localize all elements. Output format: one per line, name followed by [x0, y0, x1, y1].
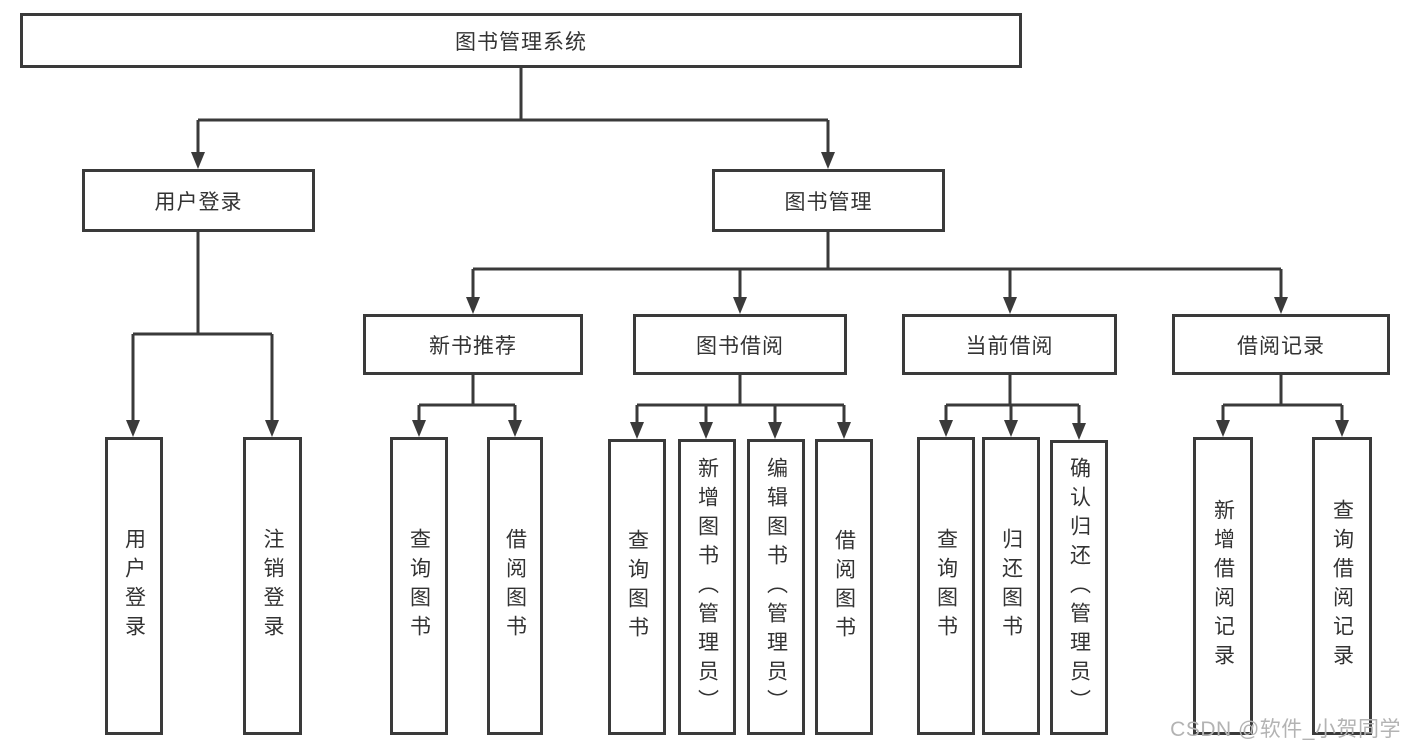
node-bb-borrow-book: 借阅图书	[815, 439, 873, 735]
node-nb-query-book: 查询图书	[390, 437, 448, 735]
node-current-borrowing: 当前借阅	[902, 314, 1117, 375]
node-book-management-label: 图书管理	[784, 190, 873, 214]
node-user-login-label: 用户登录	[122, 528, 146, 644]
node-bb-query-book: 查询图书	[608, 439, 666, 735]
node-current-borrowing-label: 当前借阅	[965, 334, 1054, 358]
node-nb-borrow-book-label: 借阅图书	[503, 528, 527, 644]
node-br-add-record: 新增借阅记录	[1193, 437, 1253, 735]
node-book-borrowing: 图书借阅	[633, 314, 847, 375]
node-cb-return-book-label: 归还图书	[999, 528, 1023, 644]
node-bb-edit-book-admin-label: 编辑图书（管理员）	[764, 456, 788, 718]
node-cb-confirm-return-admin: 确认归还（管理员）	[1050, 440, 1108, 735]
node-logout-label: 注销登录	[261, 528, 284, 644]
node-bb-add-book-admin: 新增图书（管理员）	[678, 439, 736, 735]
node-bb-query-book-label: 查询图书	[625, 529, 649, 645]
connector-strokes	[131, 68, 1344, 425]
node-user-login-group-label: 用户登录	[154, 190, 243, 214]
node-nb-query-book-label: 查询图书	[407, 528, 431, 644]
node-library-system-label: 图书管理系统	[455, 30, 587, 54]
node-book-management: 图书管理	[712, 169, 945, 232]
node-book-borrowing-label: 图书借阅	[696, 334, 784, 358]
connector-arrowheads	[126, 152, 1349, 440]
node-new-book-recommend-label: 新书推荐	[429, 334, 517, 358]
node-borrowing-records: 借阅记录	[1172, 314, 1390, 375]
node-bb-borrow-book-label: 借阅图书	[832, 529, 856, 645]
node-nb-borrow-book: 借阅图书	[487, 437, 543, 735]
node-user-login: 用户登录	[105, 437, 163, 735]
csdn-watermark: CSDN @软件_小贺同学	[1170, 718, 1401, 741]
node-br-query-record-label: 查询借阅记录	[1330, 499, 1354, 673]
node-cb-query-book-label: 查询图书	[934, 528, 958, 644]
node-bb-edit-book-admin: 编辑图书（管理员）	[747, 439, 805, 735]
node-new-book-recommend: 新书推荐	[363, 314, 583, 375]
node-logout: 注销登录	[243, 437, 302, 735]
node-borrowing-records-label: 借阅记录	[1237, 334, 1325, 358]
node-br-query-record: 查询借阅记录	[1312, 437, 1372, 735]
node-br-add-record-label: 新增借阅记录	[1211, 499, 1235, 673]
node-cb-confirm-return-admin-label: 确认归还（管理员）	[1067, 457, 1091, 718]
node-library-system: 图书管理系统	[20, 13, 1022, 68]
node-bb-add-book-admin-label: 新增图书（管理员）	[695, 456, 719, 718]
node-cb-return-book: 归还图书	[982, 437, 1040, 735]
node-user-login-group: 用户登录	[82, 169, 315, 232]
node-cb-query-book: 查询图书	[917, 437, 975, 735]
